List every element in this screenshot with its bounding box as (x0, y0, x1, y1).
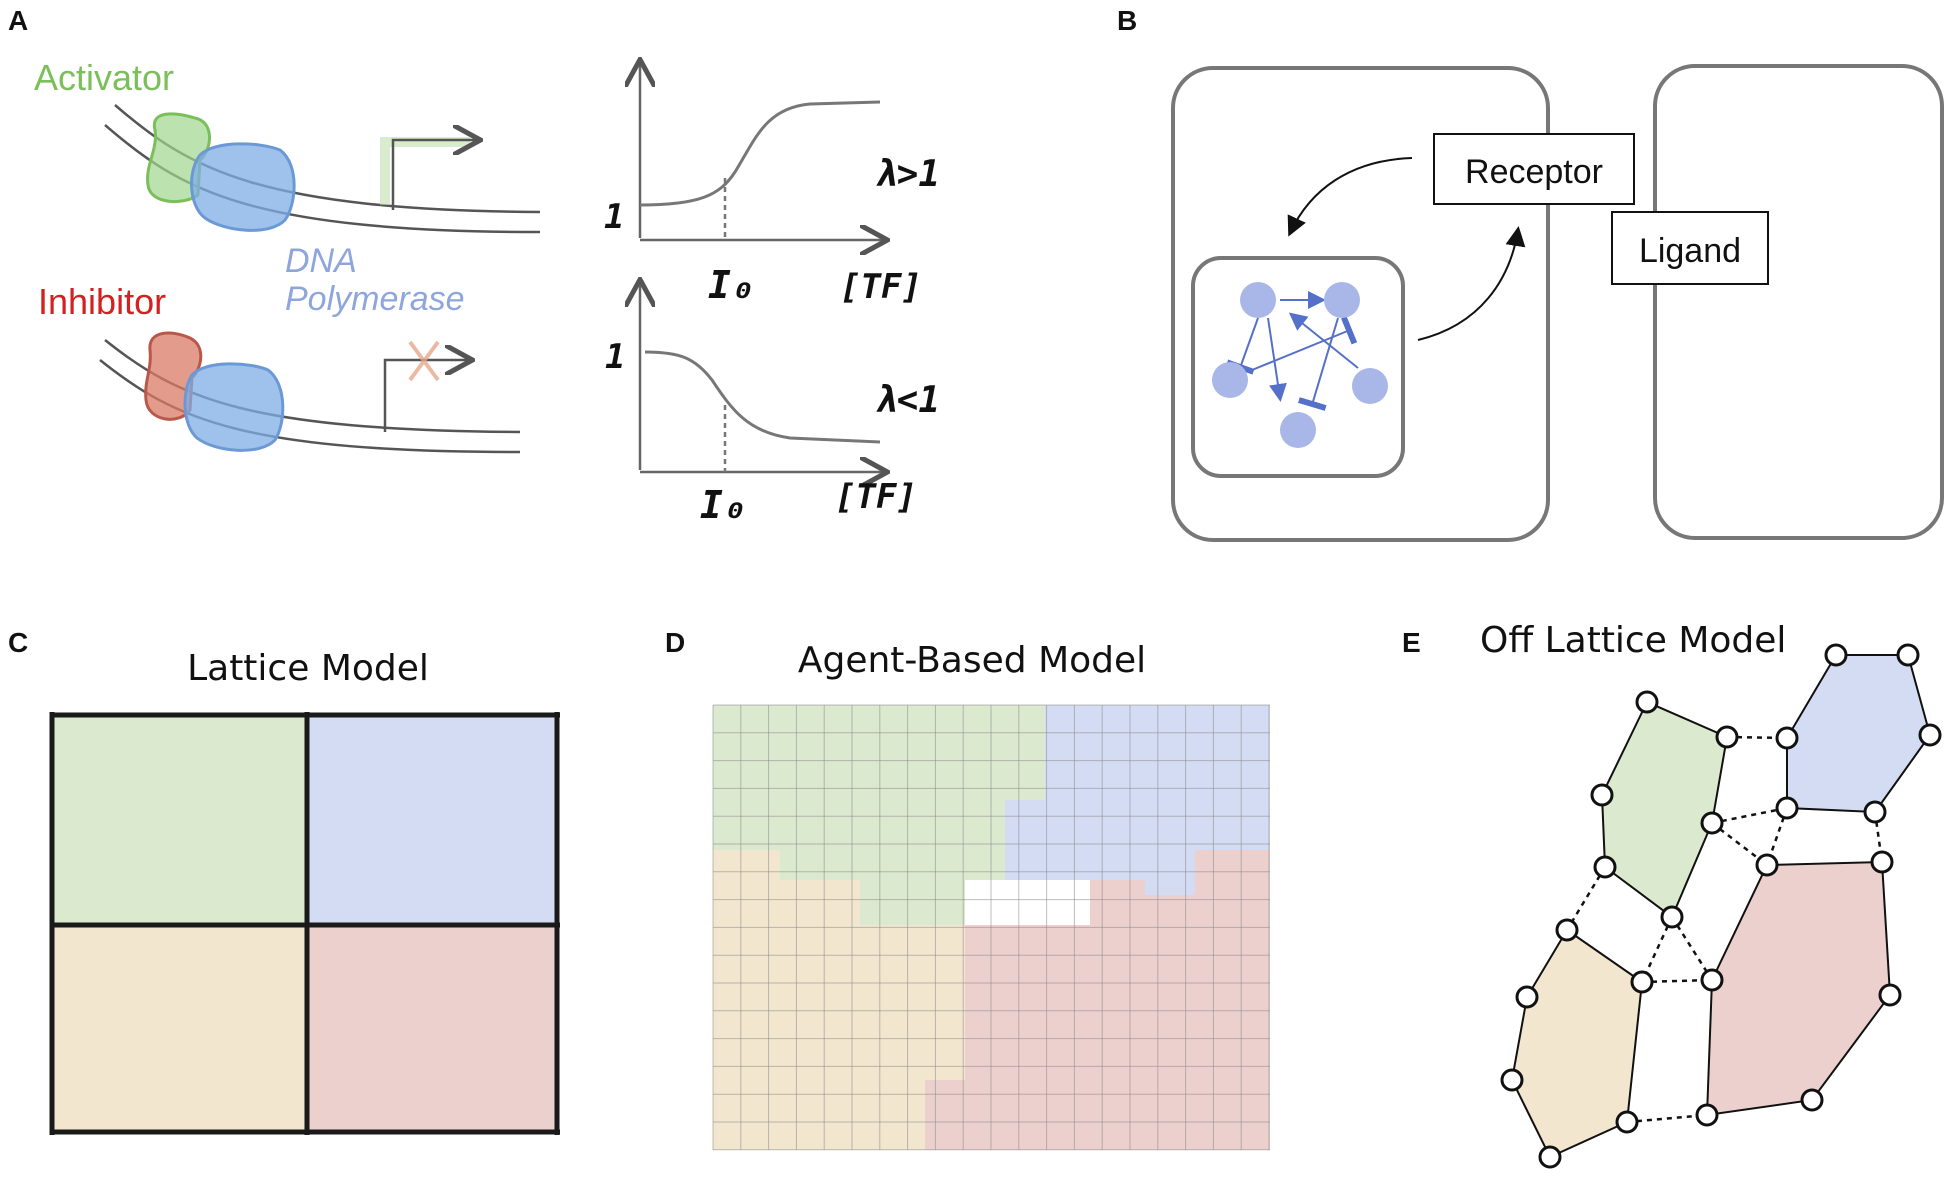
curve-top-x-label: [TF] (840, 267, 922, 307)
agent-region-tan (713, 850, 965, 1150)
ligand-box (1611, 211, 1769, 285)
polymerase-label-1: DNA (285, 242, 357, 280)
signal-arrow-in (1287, 157, 1413, 237)
vertex-node (1800, 1088, 1824, 1112)
curve-bottom-sigmoid (644, 350, 881, 444)
vertex-node (1695, 1103, 1719, 1127)
curve-top: 1 I₀ [TF] λ>1 (604, 62, 940, 307)
agent-region-blue (1005, 705, 1270, 925)
curve-bottom-x-tick: I₀ (700, 483, 746, 527)
cell-polygon-green (1600, 700, 1729, 919)
lattice-grid (49, 712, 560, 1135)
receptor-box (1433, 133, 1635, 205)
vertex-node (1775, 796, 1799, 820)
vertex-node (1615, 1110, 1639, 1134)
vertex-node (1593, 855, 1617, 879)
lattice-cell-tan (52, 925, 307, 1132)
curve-bottom: 1 I₀ [TF] λ<1 (605, 282, 940, 527)
curve-bottom-condition: λ<1 (875, 380, 940, 421)
panel-c: C Lattice Model (8, 627, 560, 1135)
curve-top-y-tick: 1 (604, 197, 624, 237)
promoter-arrow-blocked (383, 360, 470, 432)
lattice-model-title: Lattice Model (187, 648, 429, 689)
panel-letter-d: D (665, 627, 685, 658)
lattice-cell-blue (307, 715, 557, 925)
vertex-node (1538, 1145, 1562, 1169)
panel-letter-c: C (8, 627, 28, 658)
vertex-node (1775, 726, 1799, 750)
vertex-node (1824, 643, 1848, 667)
inhibitor-label: Inhibitor (38, 281, 166, 322)
network-node (1212, 362, 1248, 398)
nucleus (1191, 256, 1405, 478)
network-node (1324, 282, 1360, 318)
agent-region-red (925, 850, 1270, 1150)
vertex-node (1863, 800, 1887, 824)
panel-letter-a: A (8, 5, 28, 36)
network-edge-3 (1288, 312, 1359, 369)
vertex-node (1660, 905, 1684, 929)
vertex-nodes (1500, 643, 1942, 1169)
signal-arrow-out (1417, 226, 1526, 341)
network-node (1240, 282, 1276, 318)
vertex-node (1635, 690, 1659, 714)
cell-left (1171, 66, 1550, 542)
agent-based-model-title: Agent-Based Model (798, 640, 1146, 681)
panel-e: E Off Lattice Model (1402, 620, 1942, 1169)
vertex-node (1515, 985, 1539, 1009)
promoter-glow (380, 137, 470, 205)
lattice-cell-red (307, 925, 557, 1132)
network-edge-6 (1251, 316, 1358, 371)
promoter-arrow-active (391, 140, 478, 210)
off-lattice-model-title: Off Lattice Model (1480, 620, 1786, 661)
curve-bottom-x-label: [TF] (835, 477, 917, 517)
receptor-label: Receptor (1465, 153, 1603, 191)
cell-polygon-red (1705, 860, 1892, 1117)
curve-top-sigmoid (639, 100, 881, 207)
network-edge-5 (1298, 317, 1339, 411)
ligand-label: Ligand (1639, 232, 1741, 270)
vertex-node (1590, 783, 1614, 807)
vertex-node (1870, 850, 1894, 874)
block-x-mark (408, 340, 440, 382)
vertex-node (1555, 918, 1579, 942)
agent-grid (712, 704, 1270, 1151)
curve-top-x-tick: I₀ (708, 263, 754, 307)
panel-letter-e: E (1402, 627, 1421, 658)
vertex-node (1896, 643, 1920, 667)
cell-right (1653, 64, 1944, 540)
vertex-node (1715, 725, 1739, 749)
network-edge-4 (1226, 317, 1259, 375)
vertex-node (1918, 723, 1942, 747)
panel-a: A Activator DNA Polymerase Inhibitor (8, 5, 940, 527)
vertex-node (1500, 1068, 1524, 1092)
gene-network (1212, 282, 1388, 448)
panel-letter-b: B (1117, 5, 1137, 36)
cell-polygon-blue (1786, 654, 1932, 814)
curve-top-condition: λ>1 (875, 154, 940, 195)
vertex-node (1700, 811, 1724, 835)
polymerase-protein-top (190, 142, 296, 232)
polymerase-protein-bottom (183, 362, 285, 452)
activator-label: Activator (34, 57, 174, 98)
network-node (1280, 412, 1316, 448)
lattice-cell-green (52, 715, 307, 925)
vertex-node (1755, 853, 1779, 877)
vertex-node (1700, 968, 1724, 992)
vertex-node (1878, 983, 1902, 1007)
network-node (1352, 368, 1388, 404)
polymerase-label-2: Polymerase (285, 280, 465, 318)
curve-bottom-y-tick: 1 (605, 337, 625, 377)
panel-b: B Receptor Ligand (1117, 5, 1944, 542)
vertex-node (1630, 970, 1654, 994)
panel-d: D Agent-Based Model (665, 627, 1270, 1151)
network-edge-2 (1267, 317, 1287, 402)
